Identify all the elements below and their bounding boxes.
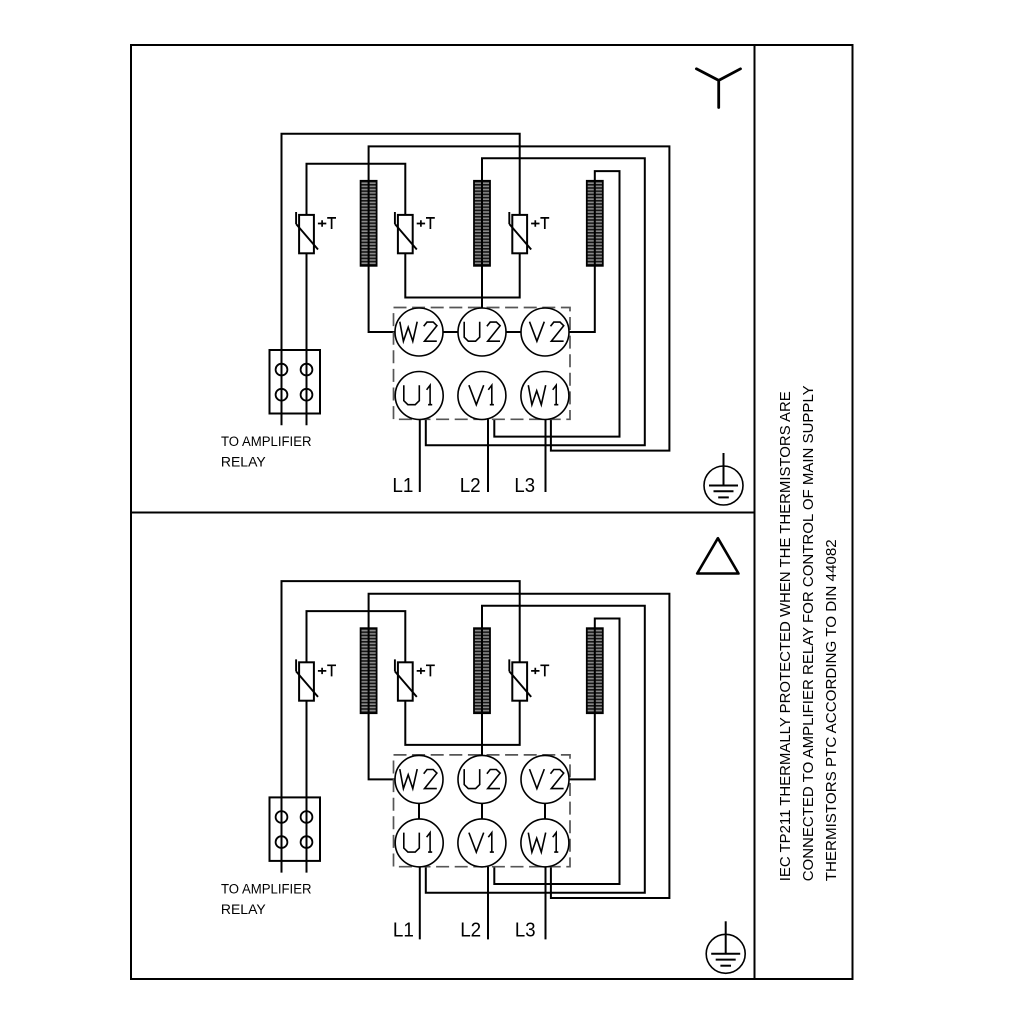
svg-text:L2: L2 [460,475,481,497]
svg-text:CONNECTED TO AMPLIFIER RELAY F: CONNECTED TO AMPLIFIER RELAY FOR CONTROL… [800,385,817,881]
svg-text:L2: L2 [460,920,481,942]
svg-text:L1: L1 [392,475,413,497]
svg-text:L3: L3 [514,475,535,497]
svg-text:L3: L3 [515,920,536,942]
svg-text:L1: L1 [393,920,414,942]
svg-text:IEC TP211 THERMALLY PROTECTED: IEC TP211 THERMALLY PROTECTED WHEN THE T… [777,391,794,881]
svg-text:THERMISTORS PTC ACCORDING TO D: THERMISTORS PTC ACCORDING TO DIN 44082 [823,539,840,881]
